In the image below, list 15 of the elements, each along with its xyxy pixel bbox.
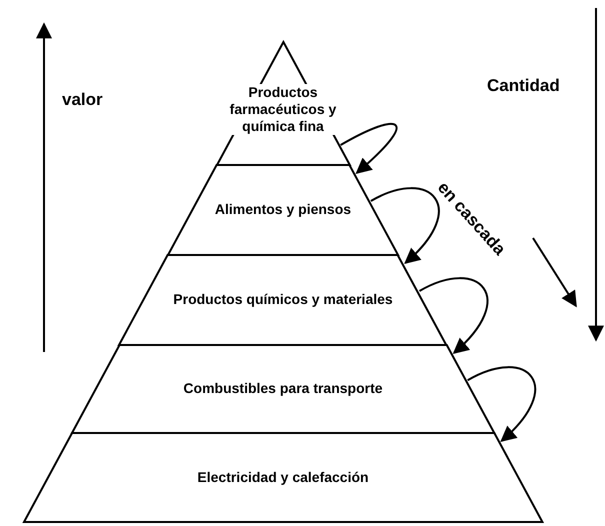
curved-arrow bbox=[370, 187, 440, 264]
pyramid-tier bbox=[72, 345, 494, 433]
pyramid-tier bbox=[24, 433, 542, 522]
value-label: valor bbox=[62, 90, 103, 110]
pyramid-tier bbox=[216, 42, 350, 165]
curved-arrow bbox=[419, 277, 488, 354]
curved-arrow bbox=[340, 123, 398, 174]
tier-label: Productos químicos y materiales bbox=[172, 291, 394, 308]
tier-label: Electricidad y calefacción bbox=[196, 468, 370, 486]
pyramid-tier bbox=[119, 255, 447, 345]
tier-label: Alimentos y piensos bbox=[214, 201, 352, 218]
tier-label: Combustibles para transporte bbox=[182, 380, 384, 397]
curved-arrow bbox=[467, 366, 536, 442]
quantity-label: Cantidad bbox=[487, 76, 560, 96]
pyramid-tier bbox=[168, 165, 398, 255]
